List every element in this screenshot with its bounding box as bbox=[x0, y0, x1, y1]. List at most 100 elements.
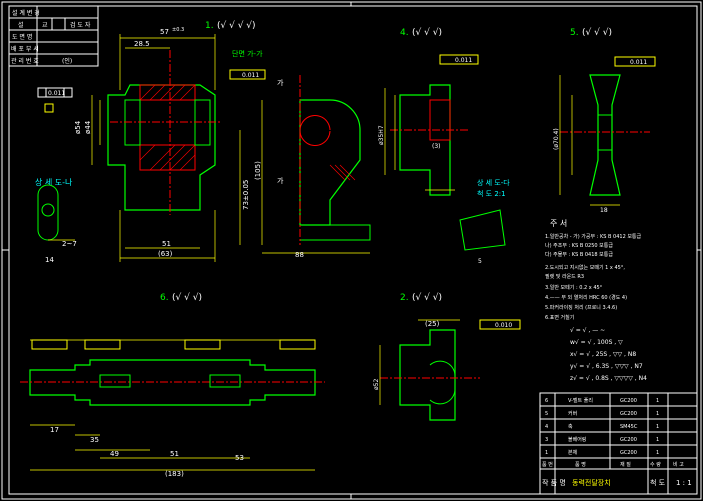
note-line: 필렛 및 라운드 R3 bbox=[545, 273, 584, 280]
rev-cell: (인) bbox=[62, 58, 72, 65]
roughness-row: √ = √ , — ~ bbox=[570, 327, 605, 334]
header-cell: 재 질 bbox=[620, 461, 631, 468]
gtol-value: 0.011 bbox=[630, 59, 647, 66]
view-5-label: 5. bbox=[570, 28, 579, 38]
dim-54: ø54 bbox=[74, 120, 82, 134]
header-cell: 수 량 bbox=[650, 461, 661, 468]
svg-text:척 도 2:1: 척 도 2:1 bbox=[477, 190, 506, 198]
rev-cell: 설 bbox=[18, 21, 24, 29]
view-6-spec: (√ √ √) bbox=[172, 292, 202, 303]
notes-title: 주 서 bbox=[550, 219, 567, 228]
note-line: 나) 주조부 : KS B 0250 보통급 bbox=[545, 242, 613, 249]
part-material: GC200 bbox=[620, 450, 637, 456]
svg-text:17: 17 bbox=[50, 426, 59, 434]
note-line: 3.일반 모떼기 : 0.2 x 45° bbox=[545, 284, 603, 291]
view-4-label: 4. bbox=[400, 28, 409, 38]
view-1-spec: (√ √ √ √) bbox=[217, 20, 256, 31]
scale-label: 척 도 bbox=[650, 479, 666, 487]
rev-title: 설 계 변 경 bbox=[12, 9, 40, 17]
svg-text:0.011: 0.011 bbox=[242, 72, 259, 79]
gtol-frame-4 bbox=[439, 54, 479, 65]
gtol-frame-1: 0.011 bbox=[37, 87, 73, 113]
note-line: 5.파커라이징 처리 (프로니 3.4.6) bbox=[545, 304, 617, 311]
part-no: 4 bbox=[545, 424, 548, 430]
part-no: 5 bbox=[545, 411, 548, 417]
dim-25: (25) bbox=[425, 320, 440, 328]
view-4-spec: (√ √ √) bbox=[412, 27, 442, 38]
view-1-label: 1. bbox=[205, 21, 214, 31]
view-6[interactable]: 6. (√ √ √) 17 35 49 51 53 (183) bbox=[20, 292, 325, 478]
svg-text:88: 88 bbox=[295, 251, 304, 259]
svg-text:2~7: 2~7 bbox=[62, 240, 77, 248]
roughness-row: w√ = √ , 100S , ▽ bbox=[570, 339, 623, 346]
cover2-arc bbox=[429, 360, 456, 405]
svg-text:49: 49 bbox=[110, 450, 119, 458]
part-name: 축 bbox=[568, 423, 573, 430]
keyway-left bbox=[99, 374, 131, 388]
part-no: 1 bbox=[545, 450, 548, 456]
note-line: 6.표면 거칠기 bbox=[545, 314, 574, 321]
svg-text:(183): (183) bbox=[165, 470, 184, 478]
gtol-frame-2: 0.011 bbox=[229, 69, 266, 80]
footer-label: 작 품 명 bbox=[542, 478, 566, 487]
view-5[interactable]: 5. (√ √ √) 0.011 (ø70.4) 18 bbox=[553, 27, 656, 214]
notes-block: 주 서 1.일반공차 - 가) 가공부 : KS B 0412 보통급 나) 주… bbox=[545, 219, 647, 382]
detail-b: 상 세 도-다 척 도 2:1 5 bbox=[459, 178, 510, 265]
roughness-row: x√ = √ , 25S , ▽▽ , N8 bbox=[570, 351, 636, 358]
svg-text:상 세 도-다: 상 세 도-다 bbox=[477, 178, 510, 187]
svg-text:18: 18 bbox=[600, 207, 608, 214]
svg-text:ø52: ø52 bbox=[373, 379, 380, 390]
body-outline bbox=[107, 84, 216, 211]
svg-text:35: 35 bbox=[90, 436, 99, 444]
rev-cell: 교 bbox=[42, 22, 48, 29]
header-cell: 품 번 bbox=[542, 461, 553, 468]
gtol-value: 0.010 bbox=[495, 322, 512, 329]
part-material: GC200 bbox=[620, 398, 637, 404]
note-line: 다) 주물부 : KS B 0418 보통급 bbox=[545, 251, 613, 258]
gtol-frames-6 bbox=[31, 339, 316, 350]
part-name: 볼베어링 bbox=[568, 436, 586, 443]
section-callout: 단면 가-가 bbox=[232, 49, 263, 58]
part-material: SM45C bbox=[620, 424, 638, 430]
part-qty: 1 bbox=[656, 424, 659, 430]
ref-ga-bot: 가 bbox=[277, 176, 284, 185]
part-qty: 1 bbox=[656, 411, 659, 417]
cover2-outline bbox=[399, 329, 456, 421]
svg-text:53: 53 bbox=[235, 454, 244, 462]
svg-text:14: 14 bbox=[45, 256, 54, 264]
cover-outline bbox=[399, 84, 451, 196]
header-cell: 품 명 bbox=[575, 461, 586, 468]
ref-ga-top: 가 bbox=[277, 78, 284, 87]
part-name: 커버 bbox=[568, 410, 577, 417]
part-qty: 1 bbox=[656, 450, 659, 456]
view-1[interactable]: 1. (√ √ √ √) 단면 가-가 57 ±0.3 28.5 51 (63) bbox=[37, 20, 284, 262]
header-cell: 비 고 bbox=[673, 461, 684, 468]
view-5-dims bbox=[559, 75, 620, 206]
revision-block: 설 계 변 경 설 교 검 도 자 도 면 명 배 포 부 서 관 리 번 호 … bbox=[8, 5, 99, 67]
note-line: 4.—— 부 외 열처리 HRC 60 (경도 4) bbox=[545, 294, 627, 301]
part-material: GC200 bbox=[620, 411, 637, 417]
view-2-spec: (√ √ √) bbox=[412, 292, 442, 303]
pulley-outline bbox=[589, 74, 621, 196]
rev-cell: 도 면 명 bbox=[12, 33, 32, 41]
svg-text:73±0.05: 73±0.05 bbox=[242, 180, 250, 210]
section-hatch bbox=[139, 84, 196, 171]
note-line: 1.일반공차 - 가) 가공부 : KS B 0412 보통급 bbox=[545, 233, 642, 240]
parts-list: 6 V-벨트 풀리 GC200 1 5 커버 GC200 1 4 축 SM45C… bbox=[539, 392, 698, 495]
keyway-right bbox=[209, 374, 241, 388]
note-line: 2.도시되고 지시없는 모떼기 1 x 45°, bbox=[545, 264, 625, 271]
dim-63: (63) bbox=[158, 250, 173, 258]
scale-value: 1 : 1 bbox=[676, 479, 692, 487]
roughness-row: z√ = √ , 0.8S , ▽▽▽▽ , N4 bbox=[570, 375, 647, 382]
dim-28-5: 28.5 bbox=[134, 40, 150, 48]
svg-text:0.011: 0.011 bbox=[48, 90, 65, 97]
gtol-value: 0.011 bbox=[455, 57, 472, 64]
view-2[interactable]: 2. (√ √ √) 0.010 (25) ø52 bbox=[373, 292, 521, 421]
view-4[interactable]: 4. (√ √ √) 0.011 ø35H7 (3) bbox=[378, 27, 479, 196]
rev-cell: 검 도 자 bbox=[70, 21, 91, 29]
cover-section bbox=[429, 99, 451, 141]
gtol-frame-2b bbox=[479, 319, 521, 330]
